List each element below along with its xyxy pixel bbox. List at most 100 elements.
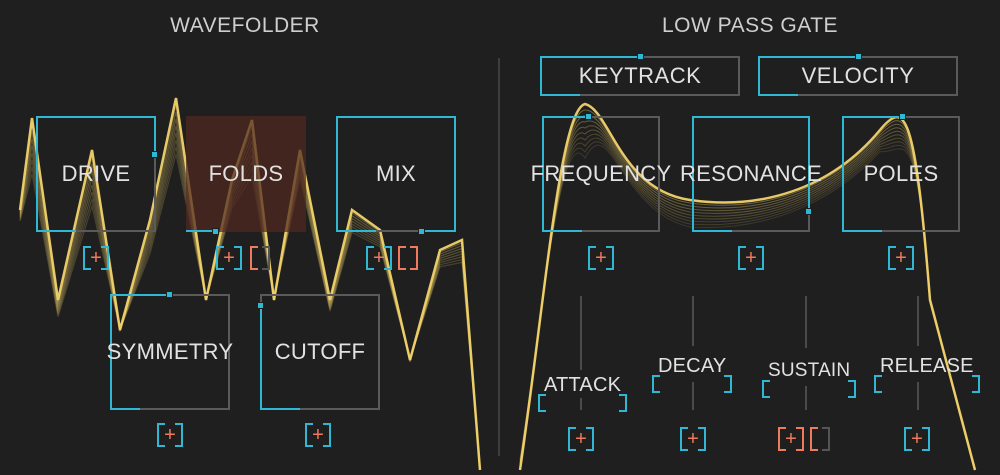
mix-env-slot[interactable]	[398, 246, 418, 270]
attack-slider-track[interactable]	[580, 398, 582, 410]
attack-slider-handle[interactable]: ATTACK	[538, 372, 628, 412]
plus-icon: +	[312, 424, 324, 446]
frequency-value-arc	[542, 230, 582, 232]
mix-mod-button[interactable]: +	[366, 245, 392, 271]
waveform-trace	[519, 144, 976, 471]
sustain-env-slot[interactable]	[810, 427, 830, 451]
resonance-value-arc	[692, 116, 694, 232]
decay-label: DECAY	[658, 355, 727, 377]
mix-label: MIX	[375, 161, 416, 186]
velocity-value-arc	[758, 56, 760, 96]
drive-mod-button[interactable]: +	[83, 245, 109, 271]
drive-value-arc	[154, 116, 156, 154]
cutoff-value-arc	[260, 304, 262, 410]
velocity-value-arc	[758, 56, 858, 58]
cutoff-value-arc	[260, 408, 300, 410]
decay-slider-track[interactable]	[692, 382, 694, 410]
velocity-value-handle[interactable]	[855, 53, 862, 60]
drive-knob[interactable]: DRIVE	[36, 116, 156, 232]
cutoff-mod-button[interactable]: +	[305, 422, 331, 448]
keytrack-value-arc	[540, 56, 542, 96]
poles-value-arc	[842, 116, 844, 232]
symmetry-value-arc	[110, 294, 112, 410]
poles-value-handle[interactable]	[899, 113, 906, 120]
frequency-value-handle[interactable]	[585, 113, 592, 120]
section-divider	[498, 58, 500, 456]
velocity-knob[interactable]: VELOCITY	[758, 56, 958, 96]
drive-value-arc	[36, 230, 76, 232]
symmetry-mod-button[interactable]: +	[157, 422, 183, 448]
frequency-mod-button[interactable]: +	[588, 245, 614, 271]
cutoff-knob[interactable]: CUTOFF	[260, 294, 380, 410]
mix-value-handle[interactable]	[418, 228, 425, 235]
waveform-trace	[519, 137, 976, 471]
poles-mod-button[interactable]: +	[888, 245, 914, 271]
folds-value-arc	[186, 230, 216, 232]
release-label: RELEASE	[880, 355, 974, 377]
folds-env-slot[interactable]	[250, 246, 270, 270]
drive-value-arc	[36, 116, 156, 118]
plus-icon: +	[687, 428, 699, 450]
poles-knob[interactable]: POLES	[842, 116, 960, 232]
plus-icon: +	[90, 247, 102, 269]
symmetry-value-arc	[110, 408, 140, 410]
release-mod-button[interactable]: +	[904, 426, 930, 452]
mix-value-arc	[336, 116, 338, 232]
drive-value-arc	[36, 116, 38, 232]
waveform-trace	[519, 141, 976, 471]
velocity-label: VELOCITY	[801, 63, 915, 88]
release-slider-track[interactable]	[917, 382, 919, 410]
mix-value-arc	[420, 230, 456, 232]
sustain-slider-track[interactable]	[805, 296, 807, 348]
folds-mod-button[interactable]: +	[216, 245, 242, 271]
plus-icon: +	[595, 247, 607, 269]
symmetry-label: SYMMETRY	[106, 339, 234, 364]
release-slider-handle[interactable]: RELEASE	[874, 353, 980, 393]
frequency-knob[interactable]: FREQUENCY	[531, 116, 671, 232]
lpg-title: LOW PASS GATE	[661, 14, 839, 37]
waveform-trace	[519, 109, 976, 471]
decay-slider-track[interactable]	[692, 296, 694, 346]
attack-mod-button[interactable]: +	[568, 426, 594, 452]
waveform-trace	[519, 120, 976, 471]
folds-knob[interactable]: FOLDS	[186, 116, 306, 232]
cutoff-label: CUTOFF	[274, 339, 366, 364]
symmetry-value-handle[interactable]	[166, 291, 173, 298]
sustain-slider-track[interactable]	[805, 386, 807, 410]
sustain-slider-handle[interactable]: SUSTAIN	[762, 358, 857, 398]
plus-icon: +	[164, 424, 176, 446]
plus-icon: +	[223, 247, 235, 269]
mix-knob[interactable]: MIX	[336, 116, 456, 232]
symmetry-value-arc	[110, 294, 170, 296]
frequency-label: FREQUENCY	[530, 161, 672, 186]
resonance-knob[interactable]: RESONANCE	[680, 116, 822, 232]
plus-icon: +	[745, 247, 757, 269]
sustain-mod-button[interactable]: +	[778, 426, 804, 452]
plus-icon: +	[785, 428, 797, 450]
poles-label: POLES	[863, 161, 939, 186]
keytrack-value-handle[interactable]	[637, 53, 644, 60]
plus-icon: +	[373, 247, 385, 269]
keytrack-knob[interactable]: KEYTRACK	[540, 56, 740, 96]
resonance-mod-button[interactable]: +	[738, 245, 764, 271]
sustain-label: SUSTAIN	[768, 360, 851, 381]
resonance-value-handle[interactable]	[805, 208, 812, 215]
cutoff-value-handle[interactable]	[257, 302, 264, 309]
symmetry-knob[interactable]: SYMMETRY	[107, 294, 233, 410]
mix-value-arc	[336, 116, 456, 118]
folds-label: FOLDS	[208, 161, 284, 186]
drive-value-handle[interactable]	[151, 151, 158, 158]
decay-slider-handle[interactable]: DECAY	[652, 353, 733, 393]
resonance-label: RESONANCE	[679, 161, 823, 186]
waveform-trace	[519, 125, 976, 471]
drive-label: DRIVE	[61, 161, 131, 186]
resonance-value-arc	[692, 116, 810, 118]
folds-value-handle[interactable]	[212, 228, 219, 235]
resonance-value-arc	[808, 116, 810, 212]
decay-mod-button[interactable]: +	[680, 426, 706, 452]
wavefolder-title: WAVEFOLDER	[170, 14, 320, 37]
attack-slider-track[interactable]	[580, 296, 582, 370]
release-slider-track[interactable]	[917, 296, 919, 346]
plus-icon: +	[895, 247, 907, 269]
